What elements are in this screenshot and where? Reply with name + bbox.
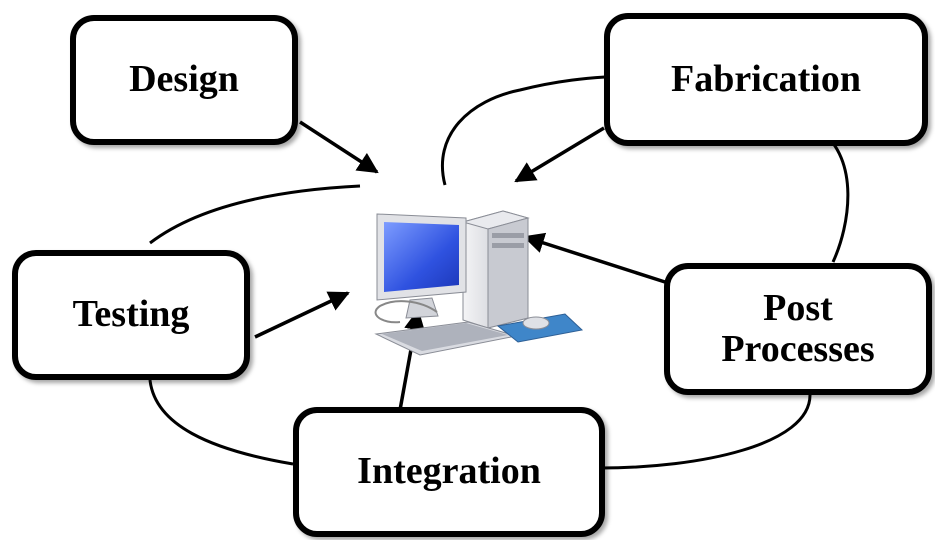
arrow-testing-to-computer (254, 291, 350, 339)
testing-label: Testing (72, 293, 190, 336)
testing-box: Testing (12, 250, 250, 380)
curve-testing-top (149, 184, 361, 245)
arrows (254, 120, 666, 411)
arrow-post-to-computer (523, 232, 666, 284)
post-processes-label-line2: Processes (721, 328, 875, 370)
integration-label: Integration (357, 450, 541, 493)
curve-testing-integration (148, 379, 294, 466)
integration-box: Integration (293, 407, 605, 537)
post-processes-label-line1: Post (763, 286, 833, 329)
fabrication-box: Fabrication (604, 13, 928, 146)
desktop-computer-icon (374, 210, 584, 356)
curve-fabrication-right (819, 128, 850, 263)
curve-fabrication-left (440, 75, 606, 186)
design-label: Design (129, 58, 239, 101)
curve-post-integration (599, 394, 812, 470)
post-processes-box: Post Processes (664, 263, 932, 395)
arrow-integration-to-computer (398, 308, 425, 411)
fabrication-label: Fabrication (671, 57, 861, 100)
arrow-design-to-computer (299, 120, 379, 174)
arrow-fabrication-to-computer (514, 126, 605, 183)
design-box: Design (70, 15, 298, 145)
